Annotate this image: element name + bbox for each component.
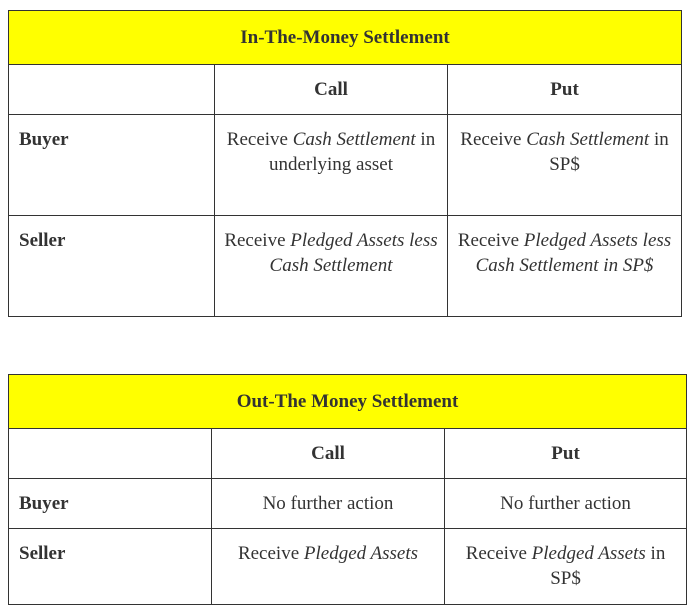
in-the-money-table: In-The-Money Settlement Call Put Buyer R… (7, 10, 683, 317)
column-header-put: Put (443, 428, 688, 479)
cell-buyer-put: Receive Cash Settlement in SP$ (446, 114, 683, 216)
table-title: In-The-Money Settlement (7, 10, 683, 65)
cell-seller-put: Receive Pledged Assets less Cash Settlem… (446, 215, 683, 317)
empty-header-cell (8, 428, 212, 479)
row-label-seller: Seller (8, 528, 212, 605)
cell-seller-call: Receive Pledged Assets less Cash Settlem… (214, 215, 448, 317)
column-header-call: Call (214, 64, 448, 115)
table-title: Out-The Money Settlement (7, 374, 688, 429)
out-the-money-table: Out-The Money Settlement Call Put Buyer … (7, 374, 688, 605)
cell-seller-call: Receive Pledged Assets (211, 528, 445, 605)
column-header-put: Put (446, 64, 683, 115)
cell-buyer-call: Receive Cash Settlement in underlying as… (214, 114, 448, 216)
cell-buyer-put: No further action (443, 478, 688, 529)
cell-buyer-call: No further action (211, 478, 445, 529)
column-header-call: Call (211, 428, 445, 479)
cell-seller-put: Receive Pledged Assets in SP$ (443, 528, 688, 605)
empty-header-cell (8, 64, 215, 115)
row-label-buyer: Buyer (8, 114, 215, 216)
row-label-buyer: Buyer (8, 478, 212, 529)
row-label-seller: Seller (8, 215, 215, 317)
